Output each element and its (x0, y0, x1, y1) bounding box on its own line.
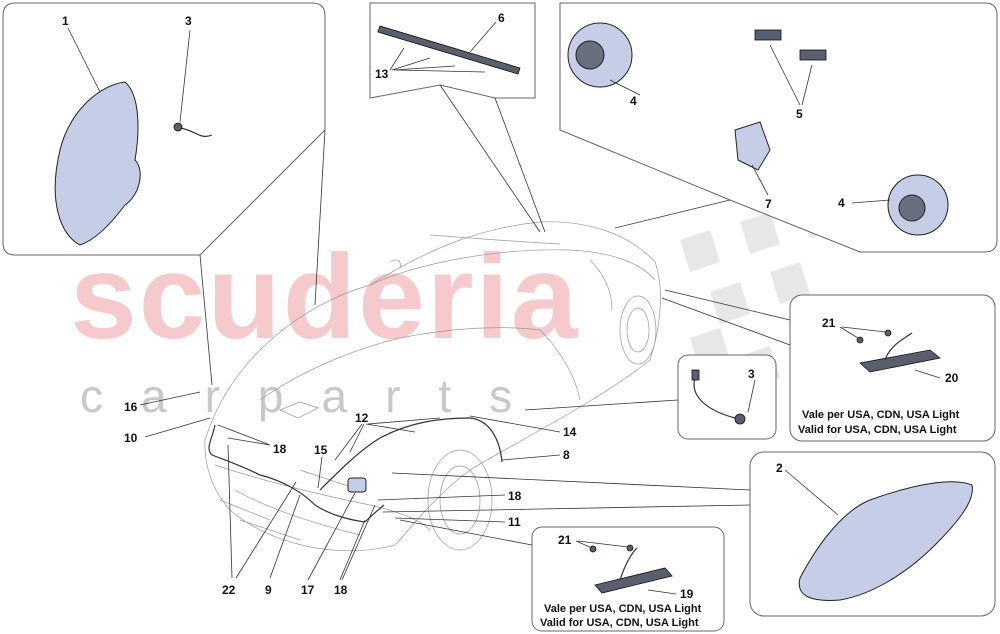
wiring-harness (208, 417, 503, 523)
callout-15: 15 (314, 443, 328, 457)
note-20-line1: Vale per USA, CDN, USA Light (802, 409, 960, 421)
box-headlamp-right: 2 (749, 451, 996, 617)
box-side-marker-20: 21 20 Vale per USA, CDN, USA Light Valid… (789, 294, 996, 442)
box-side-marker-19: 21 19 Vale per USA, CDN, USA Light Valid… (531, 526, 725, 632)
callout-18-bottom: 18 (334, 583, 348, 597)
car-outline (204, 221, 661, 552)
callout-3-right: 3 (748, 367, 755, 381)
callout-17: 17 (301, 583, 315, 597)
box-headlamp-left: 1 3 (2, 2, 326, 256)
callout-22: 22 (222, 583, 236, 597)
callout-19: 19 (680, 587, 694, 601)
watermark: scuderia carparts (70, 196, 840, 422)
callout-21-right: 21 (822, 316, 836, 330)
callout-14: 14 (563, 425, 577, 439)
sensor-3-cable (179, 127, 213, 137)
sensor-3-right (734, 413, 746, 425)
callout-12: 12 (355, 411, 369, 425)
box-connector-lines (199, 84, 791, 546)
callout-5: 5 (796, 107, 803, 121)
callout-4-top: 4 (630, 94, 637, 108)
callout-16: 16 (124, 400, 138, 414)
sensor-3-left (173, 122, 183, 132)
marker-19 (594, 567, 673, 594)
callout-18-right: 18 (508, 489, 522, 503)
callout-3-top: 3 (185, 14, 192, 28)
part-17-module (347, 477, 367, 493)
box-trim-strip: 6 13 (369, 2, 536, 99)
callout-9: 9 (265, 583, 272, 597)
front-callouts: 16 10 18 12 15 14 8 18 11 22 9 17 18 (124, 391, 577, 597)
callout-13: 13 (375, 67, 389, 81)
headlamp-left (54, 81, 141, 246)
lamp-5-a (754, 29, 782, 41)
callout-18-left: 18 (273, 442, 287, 456)
callout-11: 11 (508, 515, 521, 529)
callout-20: 20 (945, 371, 959, 385)
note-19-line1: Vale per USA, CDN, USA Light (544, 603, 702, 615)
note-20-line2: Valid for USA, CDN, USA Light (798, 424, 957, 436)
callout-4-bottom: 4 (838, 196, 845, 210)
callout-1: 1 (62, 14, 69, 28)
strip-6 (377, 25, 521, 75)
box-speakers-lights: 4 5 7 4 (559, 2, 998, 253)
callout-6: 6 (498, 11, 505, 25)
box-sensor-3: 3 (677, 354, 777, 440)
callout-7: 7 (765, 197, 772, 211)
headlamp-right (798, 481, 973, 601)
callout-21-bottom: 21 (558, 533, 572, 547)
lamp-7 (734, 121, 771, 171)
lamp-5-b (799, 49, 827, 61)
watermark-sub: carparts (80, 370, 550, 422)
callout-8: 8 (563, 448, 570, 462)
callout-2: 2 (776, 461, 783, 475)
callout-10: 10 (124, 431, 138, 445)
note-19-line2: Valid for USA, CDN, USA Light (540, 617, 699, 629)
marker-20 (859, 349, 941, 373)
